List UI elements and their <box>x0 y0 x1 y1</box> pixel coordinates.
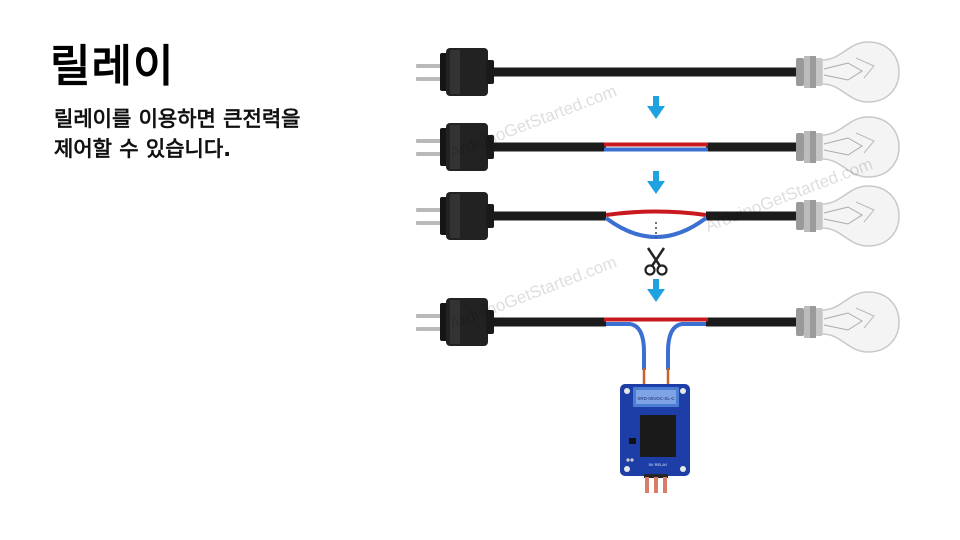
description-line-1: 릴레이를 이용하면 큰전력을 <box>54 107 301 131</box>
page-title: 릴레이 <box>50 41 175 92</box>
step-intact-cable <box>416 41 900 103</box>
power-plug-icon <box>416 192 494 240</box>
light-bulb-icon <box>795 291 900 353</box>
light-bulb-icon <box>795 41 900 103</box>
step-cut-wire <box>416 185 900 247</box>
down-arrow-icon <box>647 279 665 302</box>
description-line-2: 제어할 수 있습니다. <box>54 137 232 161</box>
relay-module: SRD-05VDC-SL-C 5V RELAY <box>620 384 690 493</box>
down-arrow-icon <box>647 171 665 194</box>
relay-part-label: SRD-05VDC-SL-C <box>637 396 675 401</box>
description: 릴레이를 이용하면 큰전력을 제어할 수 있습니다. <box>54 104 354 164</box>
down-arrow-icon <box>647 96 665 119</box>
scissors-icon <box>644 247 668 276</box>
relay-board-label: 5V RELAY <box>649 462 668 467</box>
step-stripped-cable <box>416 116 900 178</box>
power-plug-icon <box>416 48 494 96</box>
